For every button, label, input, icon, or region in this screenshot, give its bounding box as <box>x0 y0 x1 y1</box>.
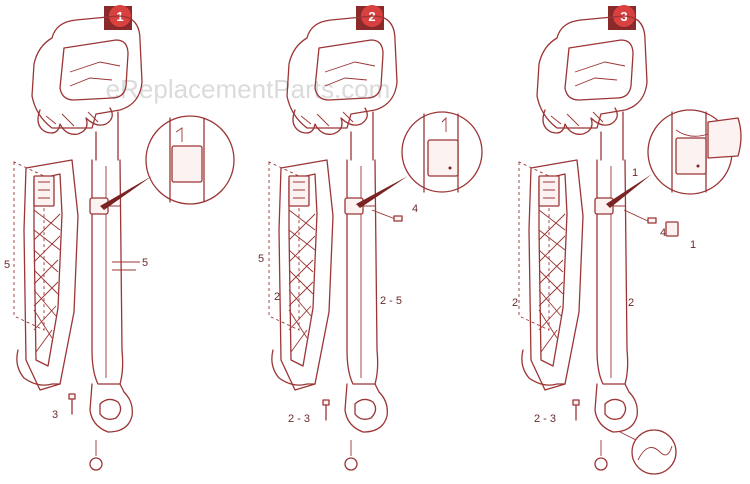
panel-2-label-a: 5 <box>258 253 264 265</box>
panel-3-label-a: 1 <box>632 167 638 179</box>
panel-1-label-a: 5 <box>4 259 10 271</box>
screw-2 <box>322 399 330 421</box>
panel-2-label-b: 2 <box>274 291 280 303</box>
panel-1-label-b: 5 <box>142 257 148 269</box>
detail-circle-1 <box>100 115 235 210</box>
panel-1-label-c: 3 <box>52 409 58 421</box>
panel-step-1: 1 5 5 3 <box>4 5 235 471</box>
panel-2-label-e: 2 - 3 <box>288 413 310 425</box>
vacuum-frame-3 <box>518 15 648 471</box>
base-detail-circle-3 <box>619 429 677 475</box>
panel-3-label-e: 2 <box>628 297 634 309</box>
detail-circle-3 <box>606 109 742 208</box>
screw-3 <box>572 399 580 421</box>
panel-3-label-b: 4 <box>660 227 666 239</box>
screw-1 <box>68 393 76 415</box>
panel-3-label-f: 2 - 3 <box>534 413 556 425</box>
panel-2-label-c: 2 - 5 <box>380 295 402 307</box>
panel-step-2: 2 4 5 2 2 - 5 2 - 3 <box>258 5 483 471</box>
panel-step-3: 3 1 4 1 2 2 2 - 3 <box>512 5 742 475</box>
detail-circle-2 <box>356 111 483 208</box>
panel-3-label-c: 1 <box>690 239 696 251</box>
panel-2-label-d: 4 <box>412 203 418 215</box>
panel-3-label-d: 2 <box>512 297 518 309</box>
